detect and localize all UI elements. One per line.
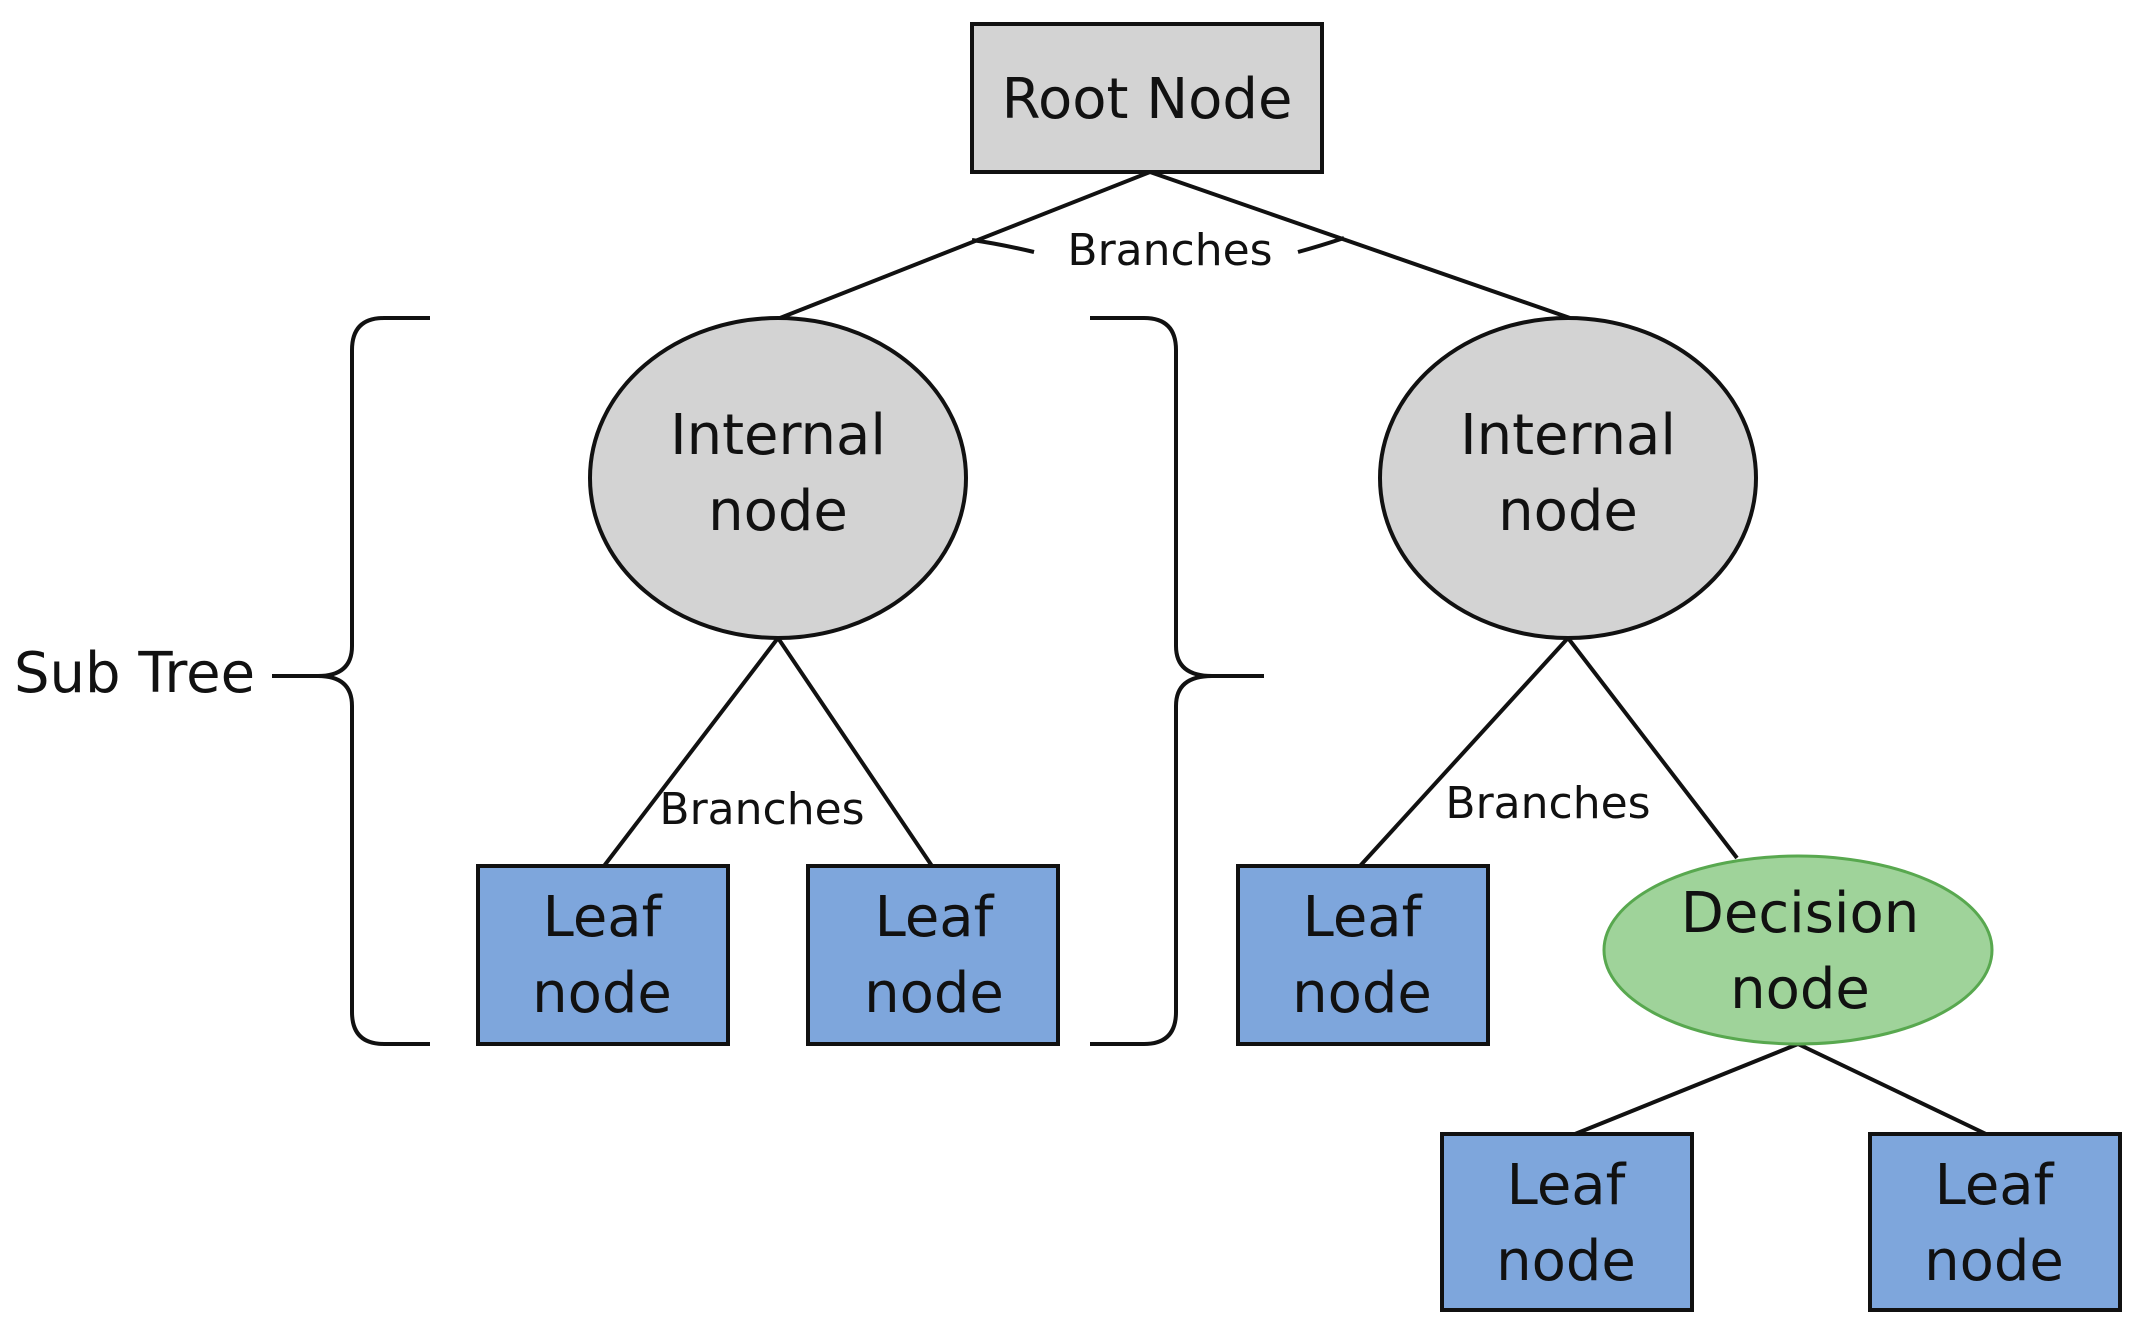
internal-node-left-shape [588, 316, 968, 640]
root-node-box [970, 22, 1324, 174]
leaf-node-5-box [1868, 1132, 2122, 1312]
leaf-node-5-line1: Leaf [1935, 1153, 2055, 1218]
leaf-node-5: Leaf node [1868, 1132, 2122, 1312]
subtree-label: Sub Tree [14, 641, 255, 706]
edge-root-internal-left [779, 170, 1151, 320]
internal-node-right: Internal node [1378, 316, 1758, 640]
leaf-node-1: Leaf node [476, 864, 730, 1046]
leaf-node-4-line2: node [1496, 1229, 1636, 1294]
leaf-node-5-line2: node [1924, 1229, 2064, 1294]
internal-node-right-line2: node [1498, 479, 1638, 544]
leaf-node-4-line1: Leaf [1507, 1153, 1627, 1218]
leaf-node-2-line1: Leaf [875, 885, 995, 950]
leaf-node-1-line2: node [532, 961, 672, 1026]
leaf-node-1-box [476, 864, 730, 1046]
decision-node-shape [1602, 854, 1994, 1046]
leaf-node-2: Leaf node [806, 864, 1060, 1046]
branches-top-label-bg [1052, 222, 1288, 280]
root-node-label: Root Node [1002, 67, 1293, 132]
leaf-node-4-box [1440, 1132, 1694, 1312]
leaf-node-1-line1: Leaf [543, 885, 663, 950]
leaf-node-2-line2: node [864, 961, 1004, 1026]
branches-label-right: Branches [1445, 778, 1650, 829]
branches-top-bracket-left [971, 238, 1035, 254]
edge-internal-right-decision [1566, 636, 1739, 860]
edge-internal-left-leaf-2 [776, 636, 934, 868]
subtree-right-brace [1090, 316, 1264, 1046]
branches-label-left: Branches [659, 784, 864, 835]
internal-node-left-line2: node [708, 479, 848, 544]
leaf-node-3-line1: Leaf [1303, 885, 1423, 950]
edge-decision-leaf-4 [1574, 1042, 1799, 1136]
branches-top-bracket-right [1297, 236, 1345, 254]
branches-label-top: Branches [1067, 225, 1272, 276]
decision-node: Decision node [1602, 854, 1994, 1046]
edge-decision-leaf-5 [1797, 1042, 1987, 1136]
leaf-node-3: Leaf node [1236, 864, 1490, 1046]
subtree-left-brace [272, 316, 430, 1046]
internal-node-left-line1: Internal [670, 403, 886, 468]
internal-node-right-shape [1378, 316, 1758, 640]
internal-node-right-line1: Internal [1460, 403, 1676, 468]
edge-internal-left-leaf-1 [602, 636, 780, 868]
decision-node-line1: Decision [1681, 881, 1919, 946]
edges [602, 170, 1987, 1136]
edge-root-internal-right [1149, 170, 1571, 320]
decision-node-line2: node [1730, 957, 1870, 1022]
leaf-node-4: Leaf node [1440, 1132, 1694, 1312]
leaf-node-3-box [1236, 864, 1490, 1046]
leaf-node-3-line2: node [1292, 961, 1432, 1026]
leaf-node-2-box [806, 864, 1060, 1046]
edge-internal-right-leaf-3 [1358, 636, 1570, 868]
internal-node-left: Internal node [588, 316, 968, 640]
root-node: Root Node [970, 22, 1324, 174]
braces [272, 236, 1345, 1046]
